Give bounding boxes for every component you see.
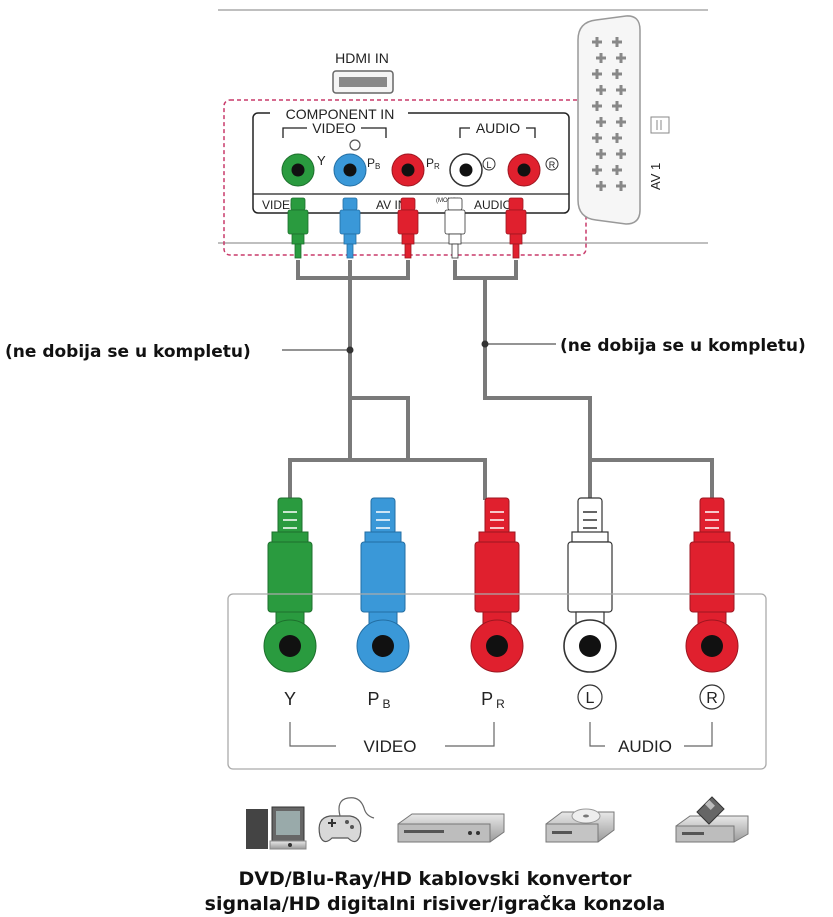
tv-plug-r — [505, 197, 527, 259]
scart-pin — [595, 165, 599, 175]
hdmi-port — [332, 70, 394, 94]
scart-pin — [595, 37, 599, 47]
scart-label: AV 1 — [648, 163, 663, 190]
hdmi-label: HDMI IN — [335, 50, 389, 66]
tv-jack-l — [449, 153, 483, 187]
scart-pin — [595, 69, 599, 79]
component-video-label: VIDEO — [312, 120, 356, 136]
av-in-audio-label: AUDIO — [474, 198, 512, 212]
tv-jack-pb-label: PB — [367, 156, 380, 171]
device-jack-l — [563, 619, 617, 673]
scart-pin — [619, 181, 623, 191]
component-cable — [288, 260, 487, 500]
cable-note-right: (ne dobija se u kompletu) — [481, 336, 806, 356]
tv-jack-y — [281, 153, 315, 187]
pc-icon — [246, 806, 307, 850]
tv-jack-pr-label: PR — [426, 156, 440, 171]
scart-pin — [595, 101, 599, 111]
device-jack-y — [263, 619, 317, 673]
gamepad-icon — [318, 797, 375, 843]
device-group-video: VIDEO — [364, 737, 417, 756]
scart-pin — [615, 69, 619, 79]
scart-pin — [599, 85, 603, 95]
scart-pin — [615, 133, 619, 143]
device-group-audio: AUDIO — [618, 737, 672, 756]
scart-pin — [595, 133, 599, 143]
tv-jack-pb — [333, 153, 367, 187]
scart-pin — [615, 165, 619, 175]
scart-pin — [615, 101, 619, 111]
av-in-mono-label: (MONO) — [436, 198, 459, 204]
device-panel — [227, 593, 767, 770]
scart-pin — [619, 53, 623, 63]
scart-pin — [619, 149, 623, 159]
tv-jack-pr — [391, 153, 425, 187]
scart-pin — [599, 149, 603, 159]
tv-plug-y — [287, 197, 309, 259]
tv-plug-pb — [339, 197, 361, 259]
device-label-r: R — [706, 690, 718, 707]
video-group-bracket — [289, 722, 495, 747]
scart-direction-icon — [650, 116, 670, 134]
device-caption-line2: signala/HD digitalni risiver/igračka kon… — [204, 893, 666, 915]
tv-jack-r — [507, 153, 541, 187]
cable-note-left-text: (ne dobija se u kompletu) — [5, 342, 251, 362]
audio-group-bracket — [589, 722, 713, 747]
dvd-player-icon — [397, 813, 505, 843]
device-jack-pb — [356, 619, 410, 673]
scart-pin — [599, 53, 603, 63]
device-label-y: Y — [284, 689, 296, 709]
scart-pin — [619, 85, 623, 95]
tv-plug-pr — [397, 197, 419, 259]
tv-jack-r-label: R — [549, 160, 556, 170]
tv-jack-y-label: Y — [317, 153, 326, 168]
component-audio-label: AUDIO — [476, 120, 520, 136]
audio-cable — [453, 260, 714, 500]
device-caption-line1: DVD/Blu-Ray/HD kablovski konvertor — [238, 868, 632, 890]
component-in-label: COMPONENT IN — [286, 106, 395, 122]
tv-rear-panel: HDMI IN COMPONENT IN VIDEO AUDIO Y PB — [218, 9, 708, 259]
device-label-l: L — [586, 690, 595, 707]
cable-note-right-text: (ne dobija se u kompletu) — [560, 336, 806, 356]
bluray-player-icon — [545, 808, 615, 843]
scart-pin — [619, 117, 623, 127]
tv-jack-l-label: L — [486, 160, 491, 170]
scart-pin — [599, 117, 603, 127]
tv-plug-l — [444, 197, 466, 259]
device-jack-pr — [470, 619, 524, 673]
scart-pin — [615, 37, 619, 47]
device-jack-r — [685, 619, 739, 673]
av-in-video-label: VIDEO — [262, 198, 299, 212]
scart-pin — [599, 181, 603, 191]
cable-note-left: (ne dobija se u kompletu) — [5, 342, 354, 362]
device-caption: DVD/Blu-Ray/HD kablovski konvertor signa… — [200, 867, 670, 917]
set-top-box-icon — [675, 796, 749, 843]
av-in-label: AV IN — [376, 198, 406, 212]
scart-port: AV 1 — [577, 15, 670, 225]
